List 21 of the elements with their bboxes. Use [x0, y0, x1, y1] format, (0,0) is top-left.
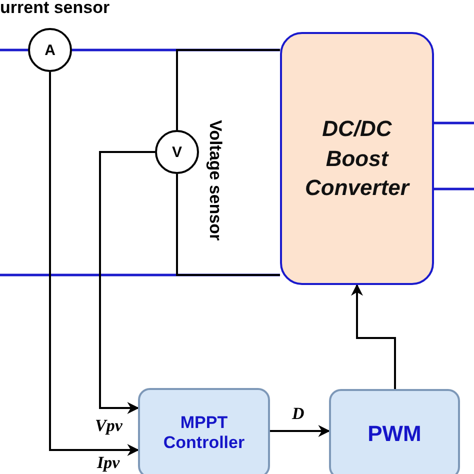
- arrow: [351, 284, 396, 389]
- wire: [0, 48, 28, 52]
- controller-box: MPPT Controller: [138, 388, 270, 474]
- converter-box: DC/DC Boost Converter: [280, 32, 434, 285]
- ammeter-circle: A: [28, 28, 72, 72]
- wire: [434, 122, 474, 124]
- edge-label: Ipv: [97, 454, 120, 471]
- sensor-label: urrent sensor: [0, 0, 110, 18]
- wire: [434, 188, 474, 190]
- edge-label: D: [292, 405, 304, 422]
- wire: [72, 48, 280, 52]
- edge-label: Vpv: [95, 417, 122, 434]
- sensor-label: Voltage sensor: [205, 120, 225, 241]
- arrow: [49, 72, 140, 456]
- arrow: [270, 425, 330, 437]
- arrow: [99, 151, 155, 414]
- wire: [176, 174, 280, 276]
- pwm-box: PWM: [329, 389, 460, 474]
- wire: [0, 274, 280, 276]
- voltmeter-circle: V: [155, 130, 199, 174]
- wire: [176, 49, 280, 130]
